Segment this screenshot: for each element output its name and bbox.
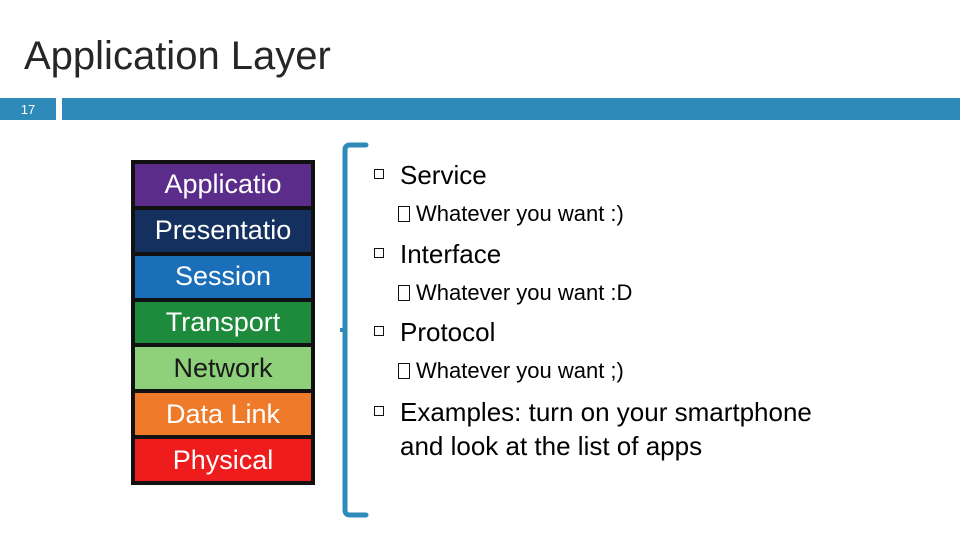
slide-title: Application Layer bbox=[24, 34, 331, 78]
layer-transport: Transport bbox=[135, 301, 311, 344]
square-bullet-icon bbox=[374, 169, 384, 179]
layer-network: Network bbox=[135, 347, 311, 390]
sub-bullet-service: Whatever you want :) bbox=[398, 200, 624, 228]
layer-data-link: Data Link bbox=[135, 393, 311, 436]
osi-layer-stack: Applicatio Presentatio Session Transport… bbox=[131, 160, 315, 485]
layer-session: Session bbox=[135, 255, 311, 298]
square-bullet-icon bbox=[374, 406, 384, 416]
square-bullet-icon bbox=[398, 206, 410, 222]
sub-bullet-protocol: Whatever you want ;) bbox=[398, 357, 624, 385]
layer-physical: Physical bbox=[135, 439, 311, 482]
bracket-brace bbox=[340, 142, 369, 518]
layer-presentation: Presentatio bbox=[135, 209, 311, 252]
header-bar bbox=[62, 98, 960, 120]
slide-number: 17 bbox=[0, 98, 56, 120]
square-bullet-icon bbox=[374, 248, 384, 258]
sub-bullet-interface: Whatever you want :D bbox=[398, 279, 632, 307]
layer-application: Applicatio bbox=[135, 164, 311, 206]
square-bullet-icon bbox=[374, 326, 384, 336]
square-bullet-icon bbox=[398, 363, 410, 379]
square-bullet-icon bbox=[398, 285, 410, 301]
